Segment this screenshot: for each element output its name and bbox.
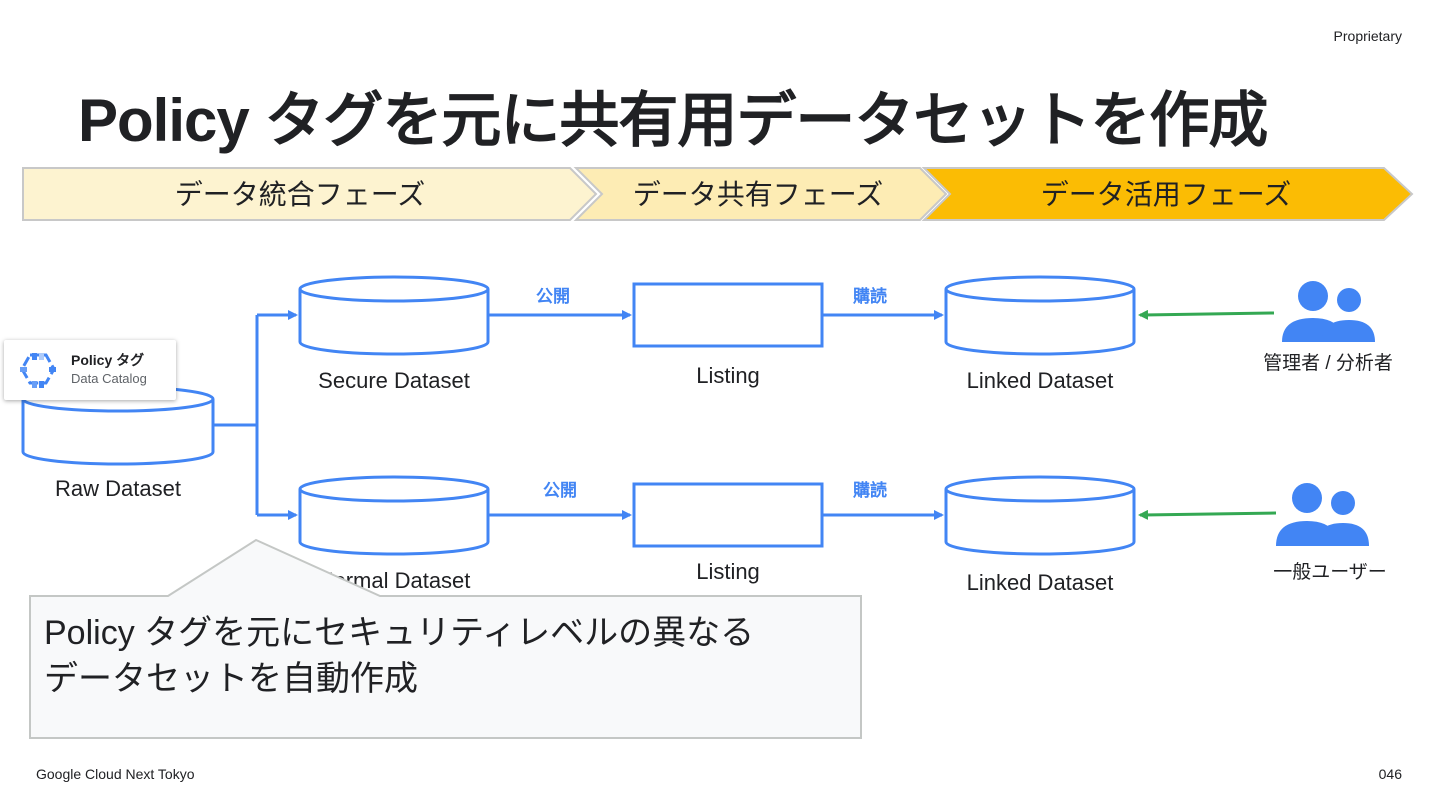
secure-dataset-cylinder — [298, 275, 490, 356]
listing-label-top: Listing — [696, 363, 760, 388]
listing-label-bottom: Listing — [696, 559, 760, 584]
access-arrow-top — [1138, 309, 1275, 320]
access-arrow-bottom — [1138, 509, 1277, 520]
user-label-bottom: 一般ユーザー — [1273, 561, 1387, 583]
phase-integration-label: データ統合フェーズ — [175, 179, 426, 210]
footer-event-name: Google Cloud Next Tokyo — [36, 766, 195, 782]
raw-dataset-label: Raw Dataset — [55, 476, 181, 501]
secure-dataset-label: Secure Dataset — [318, 368, 470, 393]
proprietary-label: Proprietary — [1333, 28, 1402, 44]
policy-card-title: Policy タグ — [71, 352, 145, 368]
users-icon — [1276, 483, 1369, 546]
phase-sharing: データ共有フェーズ — [573, 167, 948, 221]
user-label-top: 管理者 / 分析者 — [1263, 352, 1393, 374]
phase-utilization: データ活用フェーズ — [921, 167, 1414, 221]
policy-card-subtitle: Data Catalog — [71, 371, 147, 386]
raw-branch-connector — [213, 310, 298, 520]
listing-box-top — [632, 282, 824, 348]
callout-line-2: データセットを自動作成 — [44, 660, 418, 698]
normal-dataset-cylinder — [298, 475, 490, 556]
policy-tag-card: Policy タグ Data Catalog — [4, 340, 176, 400]
users-icon — [1282, 281, 1375, 342]
subscribe-label-bottom: 購読 — [853, 480, 887, 500]
listing-box-bottom — [632, 482, 824, 548]
publish-label-bottom: 公開 — [543, 481, 577, 500]
linked-dataset-cylinder-top — [944, 275, 1136, 356]
callout-box — [29, 538, 862, 739]
subscribe-label-top: 購読 — [853, 286, 887, 306]
callout-text: Policy タグを元にセキュリティレベルの異なる データセットを自動作成 — [44, 610, 844, 702]
publish-label-top: 公開 — [536, 287, 570, 306]
phase-integration: データ統合フェーズ — [22, 167, 598, 221]
phase-utilization-label: データ活用フェーズ — [1041, 179, 1292, 210]
linked-dataset-cylinder-bottom — [944, 475, 1136, 556]
page-title: Policy タグを元に共有用データセットを作成 — [78, 87, 1268, 154]
linked-dataset-label-top: Linked Dataset — [967, 368, 1114, 393]
linked-dataset-label-bottom: Linked Dataset — [967, 570, 1114, 595]
phase-sharing-label: データ共有フェーズ — [633, 179, 884, 210]
page-number: 046 — [1378, 766, 1402, 782]
data-catalog-icon — [20, 353, 56, 388]
callout-line-1: Policy タグを元にセキュリティレベルの異なる — [44, 614, 755, 652]
